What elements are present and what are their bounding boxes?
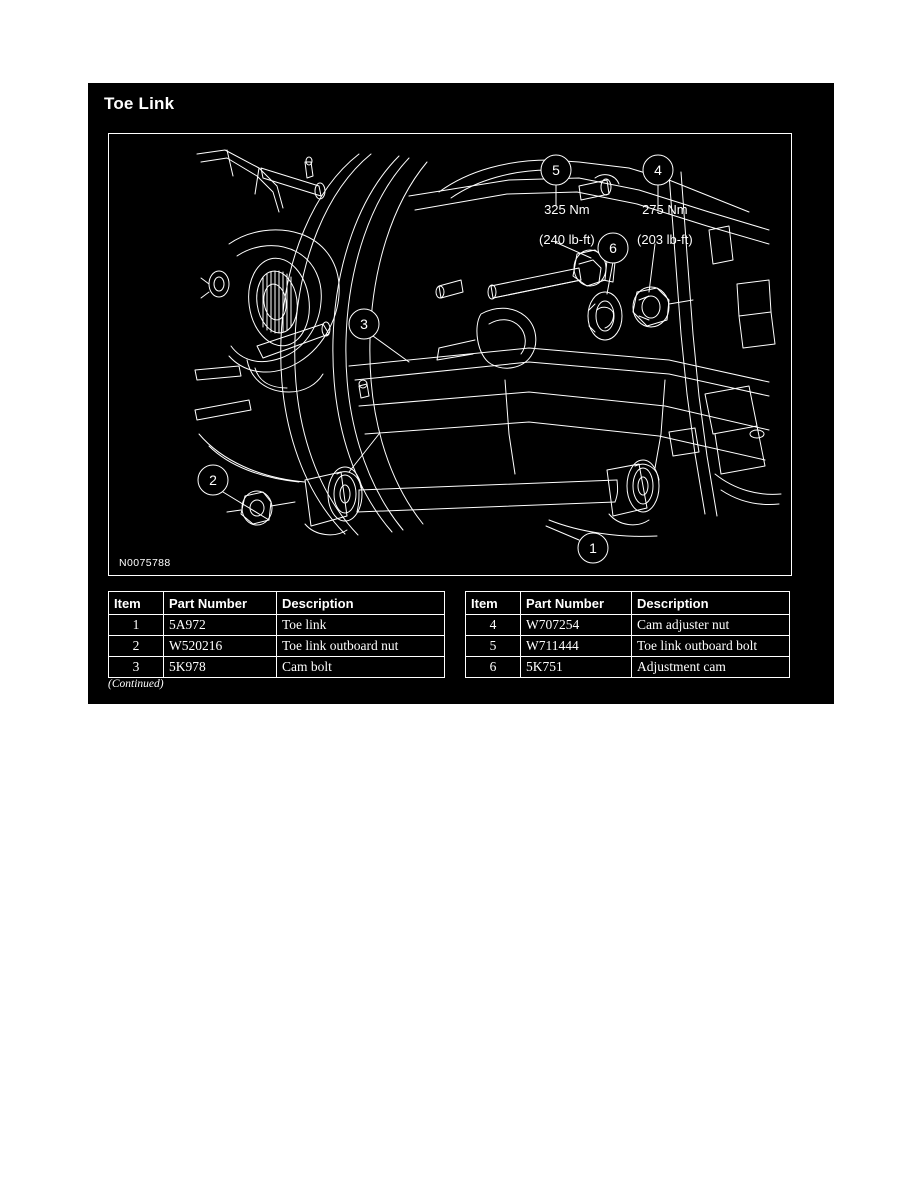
cell-description: Toe link outboard nut [276, 635, 445, 657]
callout-2: 2 [197, 464, 229, 496]
table-row: 6 5K751 Adjustment cam [465, 656, 790, 678]
table-row: 5 W711444 Toe link outboard bolt [465, 635, 790, 657]
callout-1: 1 [577, 532, 609, 564]
table-row: 4 W707254 Cam adjuster nut [465, 614, 790, 636]
column-header-description: Description [631, 591, 790, 615]
callout-3: 3 [348, 308, 380, 340]
svg-text:5: 5 [552, 162, 560, 178]
illustration-figure: 1 2 3 4 5 [108, 133, 792, 576]
continued-label: (Continued) [108, 678, 164, 690]
svg-text:6: 6 [609, 240, 617, 256]
cell-item: 3 [108, 656, 164, 678]
cell-description: Cam adjuster nut [631, 614, 790, 636]
cell-description: Toe link [276, 614, 445, 636]
cell-description: Cam bolt [276, 656, 445, 678]
column-header-part-number: Part Number [520, 591, 632, 615]
cell-item: 1 [108, 614, 164, 636]
callout-bubbles: 1 2 3 4 5 [197, 154, 674, 564]
svg-text:3: 3 [360, 316, 368, 332]
cell-item: 2 [108, 635, 164, 657]
content-panel: Toe Link [88, 83, 834, 704]
page-title: Toe Link [104, 94, 175, 113]
cell-part-number: W711444 [520, 635, 632, 657]
cell-part-number: W520216 [163, 635, 277, 657]
cell-item: 4 [465, 614, 521, 636]
callout-6: 6 [597, 232, 629, 264]
column-header-item: Item [108, 591, 164, 615]
column-header-item: Item [465, 591, 521, 615]
cell-part-number: 5A972 [163, 614, 277, 636]
svg-text:1: 1 [589, 540, 597, 556]
table-row: 3 5K978 Cam bolt [108, 656, 445, 678]
cell-part-number: W707254 [520, 614, 632, 636]
parts-table-left: Item Part Number Description 1 5A972 Toe… [108, 591, 445, 678]
table-header-row: Item Part Number Description [465, 591, 790, 615]
column-header-description: Description [276, 591, 445, 615]
cell-description: Toe link outboard bolt [631, 635, 790, 657]
cell-part-number: 5K751 [520, 656, 632, 678]
table-header-row: Item Part Number Description [108, 591, 445, 615]
figure-id-label: N0075788 [119, 557, 171, 569]
cell-item: 5 [465, 635, 521, 657]
svg-text:4: 4 [654, 162, 662, 178]
cell-description: Adjustment cam [631, 656, 790, 678]
svg-text:2: 2 [209, 472, 217, 488]
table-row: 2 W520216 Toe link outboard nut [108, 635, 445, 657]
column-header-part-number: Part Number [163, 591, 277, 615]
callout-5: 5 [540, 154, 572, 186]
parts-table-right: Item Part Number Description 4 W707254 C… [465, 591, 790, 678]
cell-part-number: 5K978 [163, 656, 277, 678]
cell-item: 6 [465, 656, 521, 678]
table-row: 1 5A972 Toe link [108, 614, 445, 636]
illustration-drawing: 1 2 3 4 5 [194, 149, 782, 564]
callout-4: 4 [642, 154, 674, 186]
